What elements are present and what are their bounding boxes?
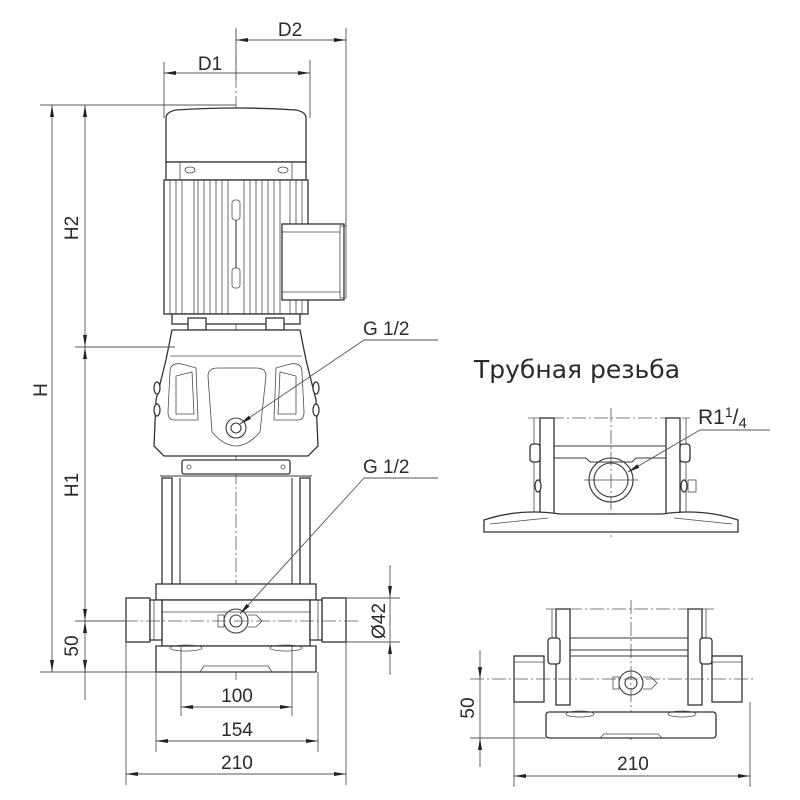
bottom-pump-view bbox=[470, 600, 756, 787]
label-port-diameter: Ø42 bbox=[369, 603, 390, 639]
label-h1: H1 bbox=[62, 473, 83, 497]
thread-callout-slash: / bbox=[733, 406, 739, 429]
thread-pump-view bbox=[483, 408, 770, 540]
bottom-label-inlet-height: 50 bbox=[458, 697, 479, 718]
bottom-label-overall-width: 210 bbox=[617, 754, 649, 775]
thread-callout: R11/4 bbox=[698, 404, 747, 432]
label-inlet-height: 50 bbox=[62, 635, 83, 656]
thread-callout-main: R1 bbox=[698, 406, 725, 429]
label-h2: H2 bbox=[62, 216, 83, 240]
thread-callout-denominator: 4 bbox=[739, 415, 747, 432]
label-h: H bbox=[31, 383, 52, 397]
callout-lower-plug: G 1/2 bbox=[363, 457, 409, 478]
main-pump-view bbox=[80, 30, 360, 680]
thread-view-title: Трубная резьба bbox=[473, 355, 680, 384]
label-base-width: 154 bbox=[221, 720, 253, 741]
thread-callout-numerator: 1 bbox=[725, 404, 733, 420]
label-d1: D1 bbox=[198, 54, 222, 75]
main-dimension-lines bbox=[40, 28, 438, 785]
label-overall-width: 210 bbox=[221, 753, 253, 774]
label-bolt-spacing: 100 bbox=[221, 686, 253, 707]
callout-upper-plug: G 1/2 bbox=[363, 319, 409, 340]
label-d2: D2 bbox=[278, 20, 302, 41]
